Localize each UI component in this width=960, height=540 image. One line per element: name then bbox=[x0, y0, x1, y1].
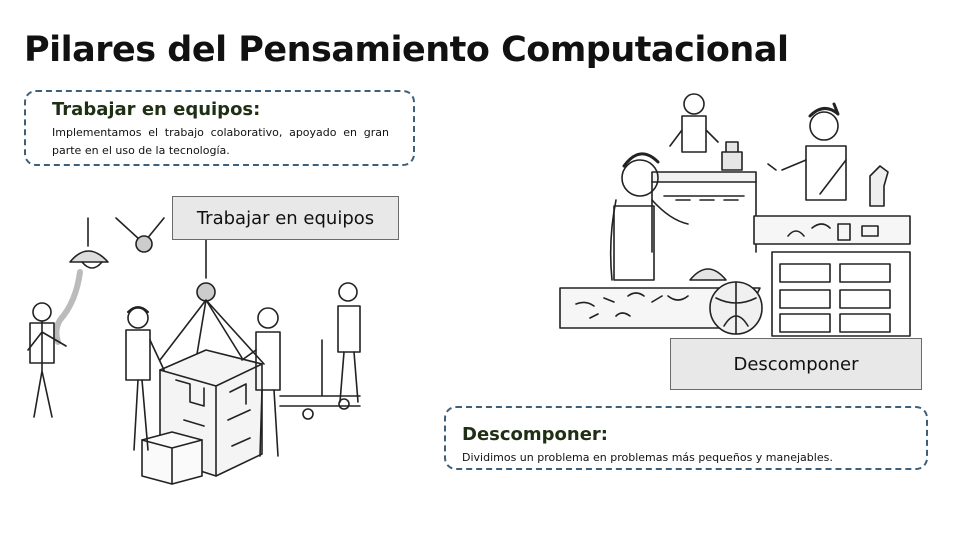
decompose-heading: Descomponer: bbox=[462, 424, 609, 445]
teamwork-heading: Trabajar en equipos: bbox=[52, 99, 261, 120]
teamwork-illustration bbox=[27, 217, 361, 485]
decompose-illustration bbox=[559, 93, 911, 337]
decompose-description: Dividimos un problema en problemas más p… bbox=[462, 451, 833, 464]
slide-title: Pilares del Pensamiento Computacional bbox=[24, 30, 789, 70]
teamwork-callout: Trabajar en equipos bbox=[172, 196, 399, 240]
decompose-callout: Descomponer bbox=[670, 338, 922, 390]
decompose-box: Descomponer: Dividimos un problema en pr… bbox=[444, 406, 928, 470]
teamwork-box: Trabajar en equipos: Implementamos el tr… bbox=[24, 90, 415, 166]
teamwork-description: Implementamos el trabajo colaborativo, a… bbox=[52, 126, 389, 157]
